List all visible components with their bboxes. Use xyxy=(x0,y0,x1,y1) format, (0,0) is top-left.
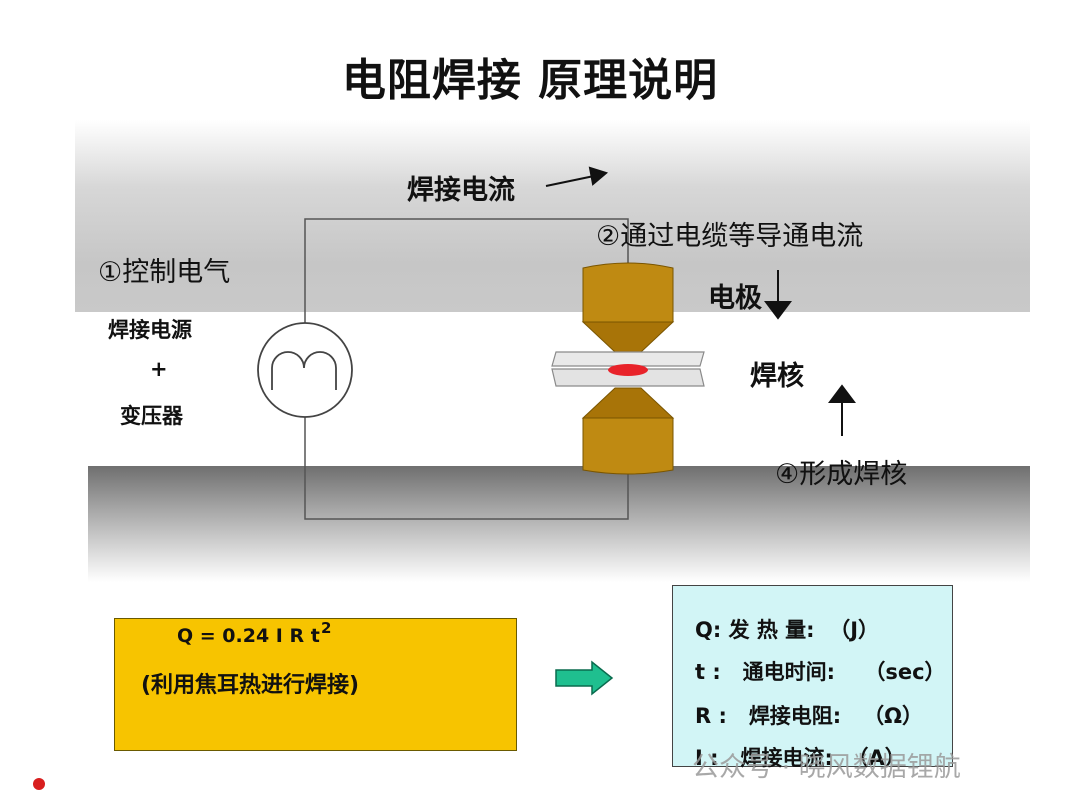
electrode-arrow xyxy=(764,270,792,320)
welding-current-label: 焊接电流 xyxy=(407,175,515,206)
legend-line-q: Q: 发 热 量: （J） xyxy=(695,618,880,642)
transformer-symbol xyxy=(257,322,353,418)
legend-line-r: R : 焊接电阻: （Ω） xyxy=(695,704,923,728)
upper-workpiece-band xyxy=(75,120,1030,312)
legend-box: Q: 发 热 量: （J） t : 通电时间: （sec） R : 焊接电阻: … xyxy=(672,585,953,770)
result-arrow xyxy=(555,660,614,696)
formula-box: Q = 0.24 I R t 2 (利用焦耳热进行焊接) xyxy=(114,618,517,751)
red-dot xyxy=(33,778,45,790)
page-title: 电阻焊接 原理说明 xyxy=(341,55,719,106)
step4-label: ④形成焊核 xyxy=(775,459,908,490)
plus-label: + xyxy=(150,357,168,381)
current-arrow xyxy=(545,166,609,187)
electrode-label: 电极 xyxy=(708,283,762,314)
transformer-label: 变压器 xyxy=(120,404,183,428)
lower-electrode xyxy=(581,387,675,475)
formula-text: Q = 0.24 I R t xyxy=(177,625,320,647)
upper-electrode xyxy=(581,262,675,353)
legend-line-i: I : 焊接电流: （A） xyxy=(695,746,906,770)
formula-note: (利用焦耳热进行焊接) xyxy=(141,673,360,698)
step2-label: ②通过电缆等导通电流 xyxy=(596,221,864,252)
legend-line-t: t : 通电时间: （sec） xyxy=(695,660,946,684)
watermark: 公众号 · 晓风数据锂航 xyxy=(692,752,961,783)
lower-workpiece-band xyxy=(88,466,1030,582)
weld-nugget xyxy=(608,364,648,376)
circuit-wire xyxy=(304,218,629,520)
power-source-label: 焊接电源 xyxy=(108,318,192,342)
nugget-arrow xyxy=(828,384,856,436)
step1-label: ①控制电气 xyxy=(98,257,231,288)
nugget-label: 焊核 xyxy=(750,361,804,392)
metal-sheets xyxy=(551,351,705,387)
formula-exponent: 2 xyxy=(321,619,332,637)
